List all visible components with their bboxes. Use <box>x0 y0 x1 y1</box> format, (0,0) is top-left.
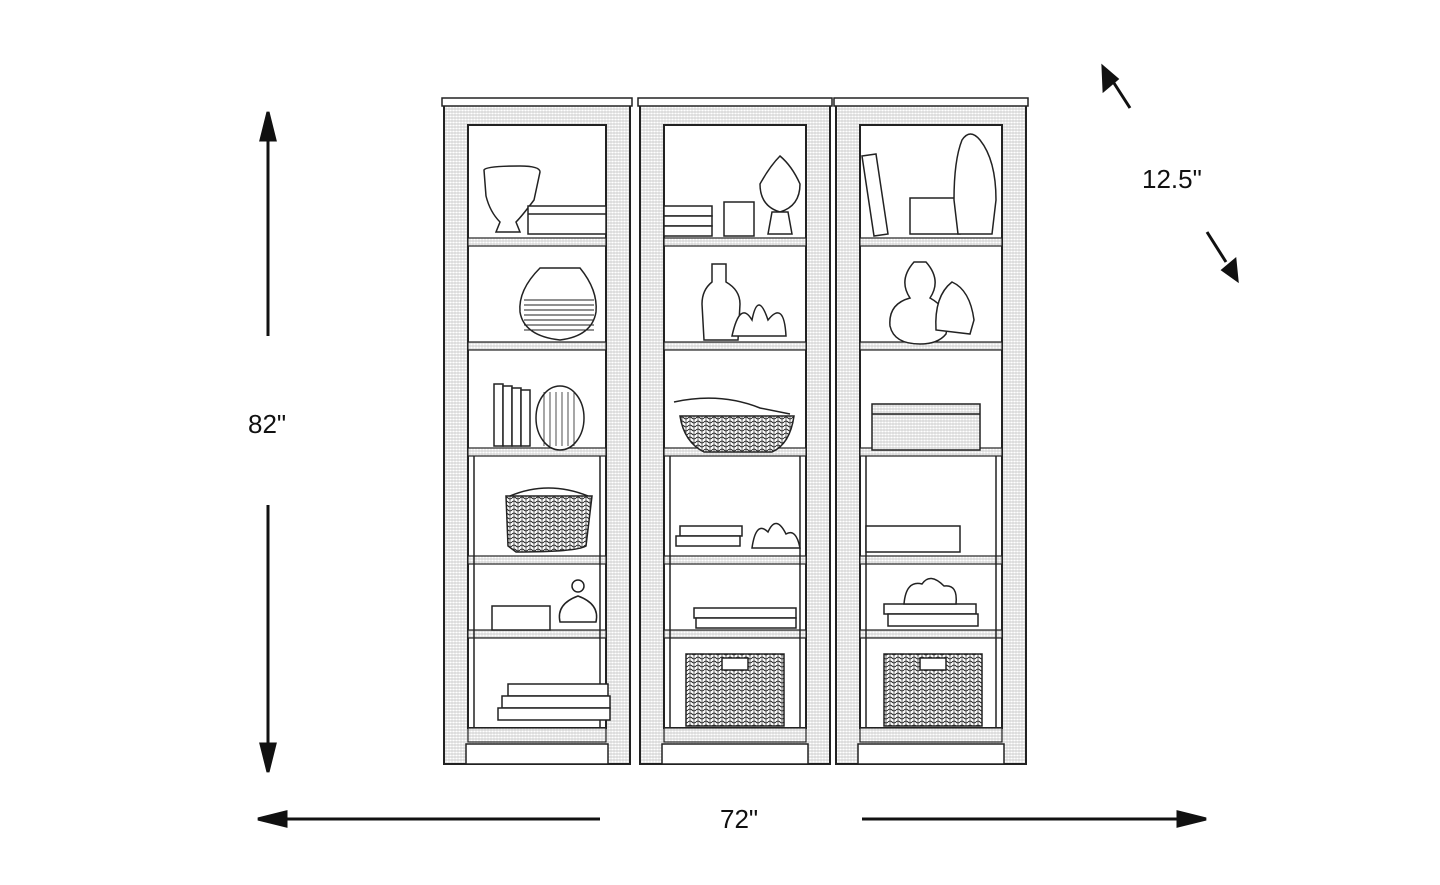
book <box>502 385 513 447</box>
book-stack <box>663 205 713 217</box>
basket-handle <box>919 657 947 671</box>
coral <box>935 281 975 335</box>
bookcase-top-cap <box>637 97 833 107</box>
book-stack <box>663 215 713 227</box>
shelf-board <box>663 629 807 639</box>
decor-bowl <box>679 415 795 453</box>
decor-box <box>909 197 961 235</box>
small-box <box>491 605 551 631</box>
shelf-board <box>467 447 607 457</box>
book-stack <box>501 695 611 709</box>
book-stack <box>497 707 611 721</box>
shelf-board <box>663 341 807 351</box>
shelf-board <box>467 341 607 351</box>
shelf-board <box>467 629 607 639</box>
width-label: 72" <box>720 804 759 834</box>
vase <box>519 267 597 341</box>
depth-label: 12.5" <box>1142 164 1202 194</box>
bookcase-group <box>441 97 1029 765</box>
width-dimension-arrow <box>257 810 1207 828</box>
shelf-decor <box>483 133 997 727</box>
shelf-board <box>467 237 607 247</box>
shelf-board <box>467 555 607 565</box>
bookcase-base <box>467 727 607 743</box>
book <box>511 387 522 447</box>
book-stack <box>679 525 743 537</box>
book-stack <box>507 683 609 697</box>
book-stack <box>883 603 977 615</box>
shelf-board <box>859 237 1003 247</box>
decor-box <box>527 205 607 235</box>
bookcase-base <box>859 727 1003 743</box>
bookcase-kick-gap <box>661 743 809 765</box>
depth-dimension-arrow <box>1101 63 1239 284</box>
shelf-board <box>663 237 807 247</box>
bookcase-top-cap <box>833 97 1029 107</box>
decor-box <box>865 525 961 553</box>
coral <box>751 522 801 549</box>
tall-bottle <box>953 133 997 235</box>
book <box>520 389 531 447</box>
lidded-jar <box>759 154 801 213</box>
bookcase-kick-gap <box>857 743 1005 765</box>
coral <box>903 577 957 605</box>
bookcase-base <box>663 727 807 743</box>
urn <box>483 165 541 233</box>
shelf-board <box>859 555 1003 565</box>
decor-box <box>723 201 755 237</box>
leaning-book <box>861 153 889 237</box>
book-stack <box>695 617 797 629</box>
bookcase-kick-gap <box>465 743 609 765</box>
shelf-board <box>663 555 807 565</box>
book-stack <box>693 607 797 619</box>
ribbed-vase <box>535 385 585 451</box>
shelf-board <box>859 629 1003 639</box>
woven-basket <box>505 495 593 553</box>
decor-chest <box>871 403 981 451</box>
bookcase-top-cap <box>441 97 633 107</box>
book-stack <box>887 613 979 627</box>
basket-handle <box>721 657 749 671</box>
book <box>493 383 504 447</box>
height-dimension-arrow <box>259 111 277 773</box>
coral <box>731 304 787 337</box>
book-stack <box>675 535 741 547</box>
height-label: 82" <box>248 409 287 439</box>
book-stack <box>663 225 713 237</box>
bookcase-1 <box>441 97 633 765</box>
ornament <box>558 595 598 623</box>
gourd-vase <box>889 261 948 345</box>
bottle <box>701 263 741 341</box>
